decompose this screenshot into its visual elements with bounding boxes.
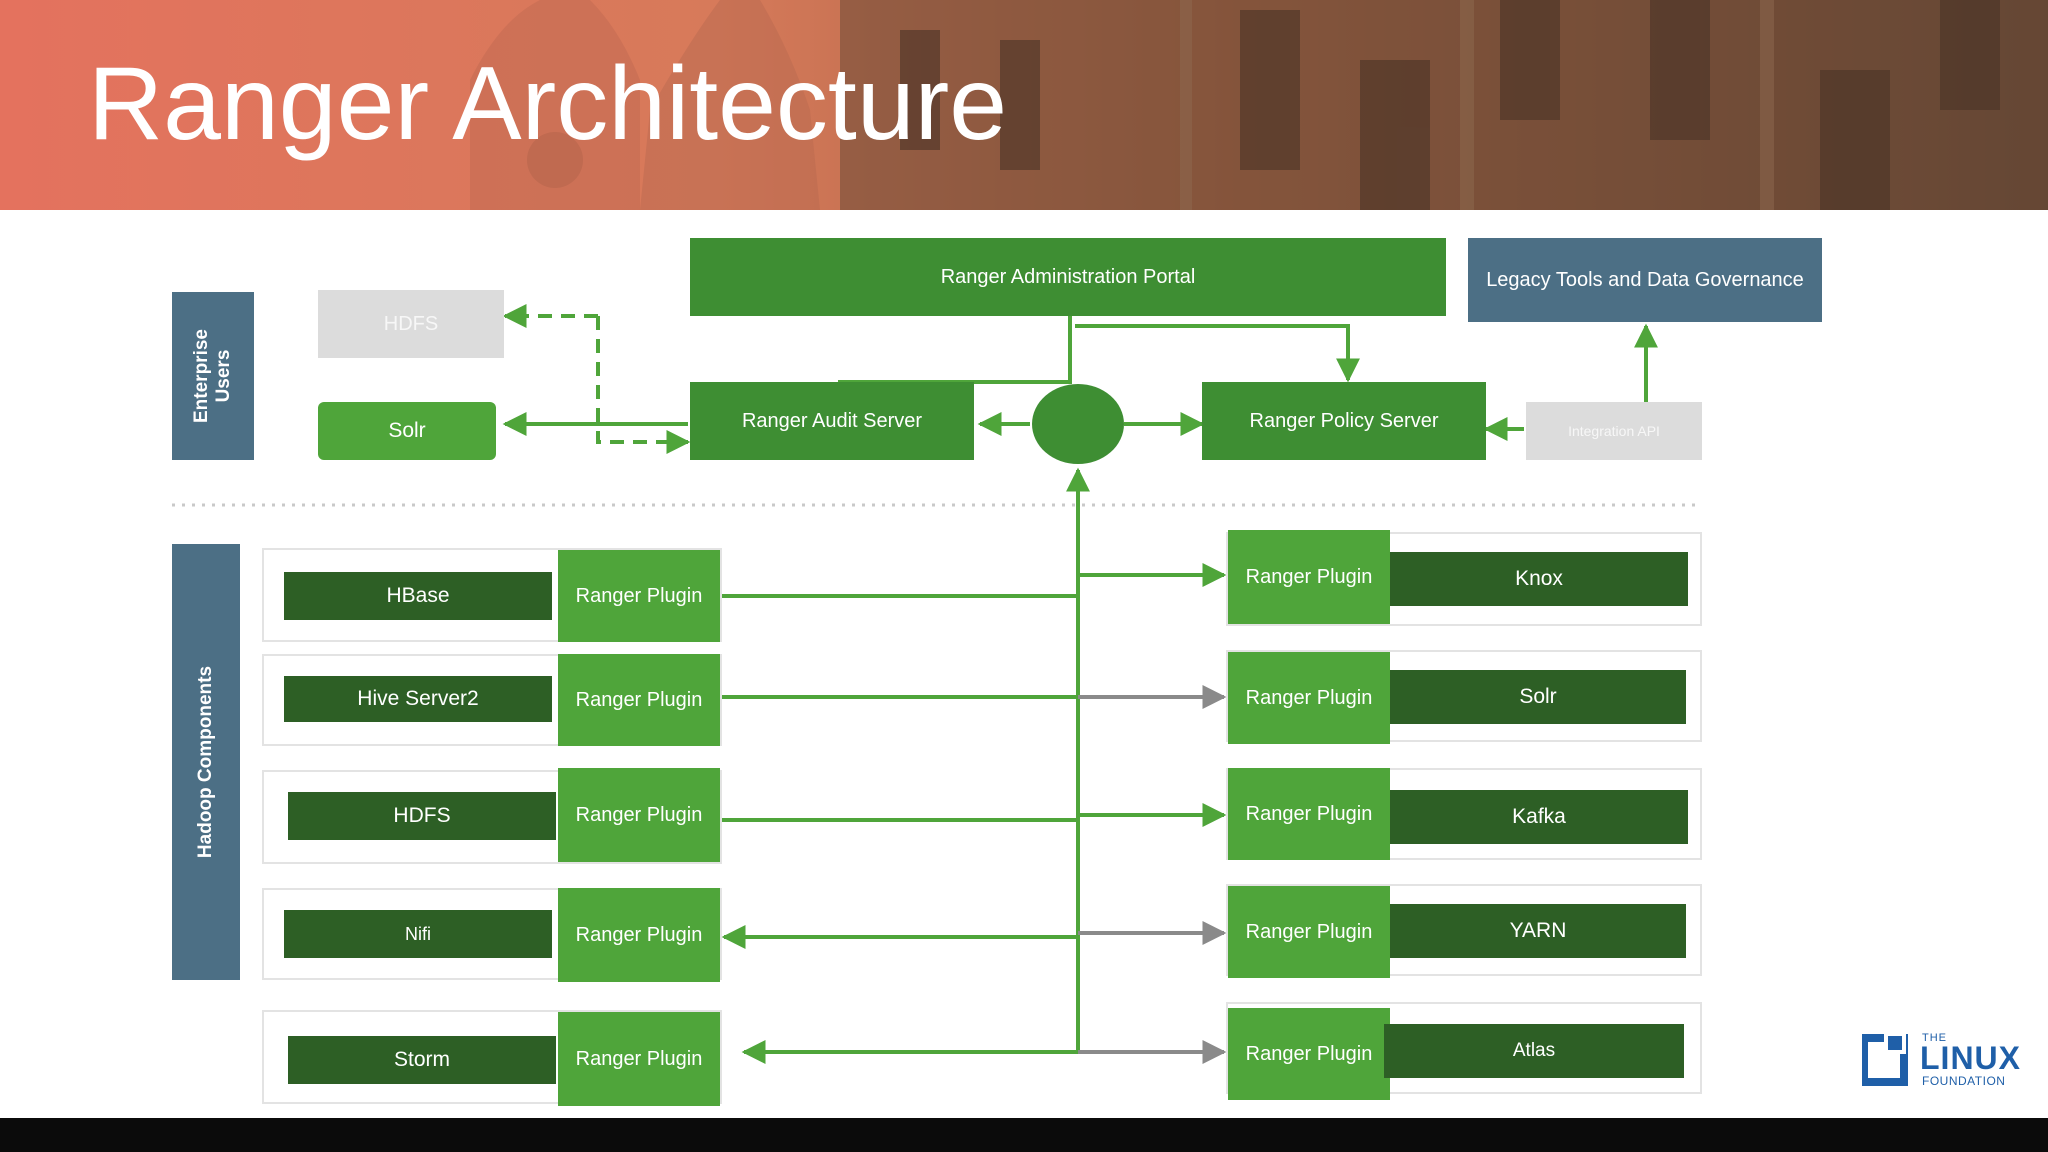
atlas-component: Atlas [1384,1024,1684,1078]
solr-ranger-plugin: Ranger Plugin [1228,652,1390,744]
kafka-ranger-plugin: Ranger Plugin [1228,768,1390,860]
linux-foundation-logo-icon [1860,1032,1908,1086]
kafka-component: Kafka [1390,790,1688,844]
admin-portal-node: Ranger Administration Portal [690,238,1446,316]
central-hub-node [1032,384,1124,464]
header-banner: Ranger Architecture [0,0,2048,210]
yarn-ranger-plugin: Ranger Plugin [1228,886,1390,978]
storm-ranger-plugin: Ranger Plugin [558,1012,720,1106]
atlas-ranger-plugin: Ranger Plugin [1228,1008,1390,1100]
logo-foundation: FOUNDATION [1922,1074,2006,1088]
logo-the: THE [1922,1032,1947,1044]
nifi-component: Nifi [284,910,552,958]
policy-server-node: Ranger Policy Server [1202,382,1486,460]
hadoop-components-label-bar: Hadoop Components [172,544,240,980]
hadoop-components-label: Hadoop Components [195,665,216,859]
hbase-component: HBase [284,572,552,620]
yarn-component: YARN [1390,904,1686,958]
storm-component: Storm [288,1036,556,1084]
portal-to-policy-arrow [1075,324,1360,383]
enterprise-users-label-bar: Enterprise Users [172,292,254,460]
nifi-ranger-plugin: Ranger Plugin [558,888,720,982]
knox-component: Knox [1390,552,1688,606]
hive-server2-component: Hive Server2 [284,676,552,722]
knox-ranger-plugin: Ranger Plugin [1228,530,1390,624]
logo-linux: LINUX [1920,1040,2021,1076]
portal-to-audit-line [838,322,1072,384]
building-photo-background [0,0,2048,210]
hdfs-component: HDFS [288,792,556,840]
solr-component: Solr [1390,670,1686,724]
hbase-ranger-plugin: Ranger Plugin [558,550,720,642]
integration-api-node: Integration API [1526,402,1702,460]
hdfs-ranger-plugin: Ranger Plugin [558,768,720,862]
bottom-bar [0,1118,2048,1152]
linux-foundation-logo: THE LINUX FOUNDATION [1860,1030,2022,1088]
hive-ranger-plugin: Ranger Plugin [558,654,720,746]
solr-storage-node: Solr [318,402,496,460]
slide-title: Ranger Architecture [88,46,1008,162]
legacy-tools-node: Legacy Tools and Data Governance [1468,238,1822,322]
hdfs-storage-node: HDFS [318,290,504,358]
audit-hdfs-dashed-vertical [596,316,691,454]
audit-server-node: Ranger Audit Server [690,382,974,460]
enterprise-users-label: Enterprise Users [191,329,234,423]
